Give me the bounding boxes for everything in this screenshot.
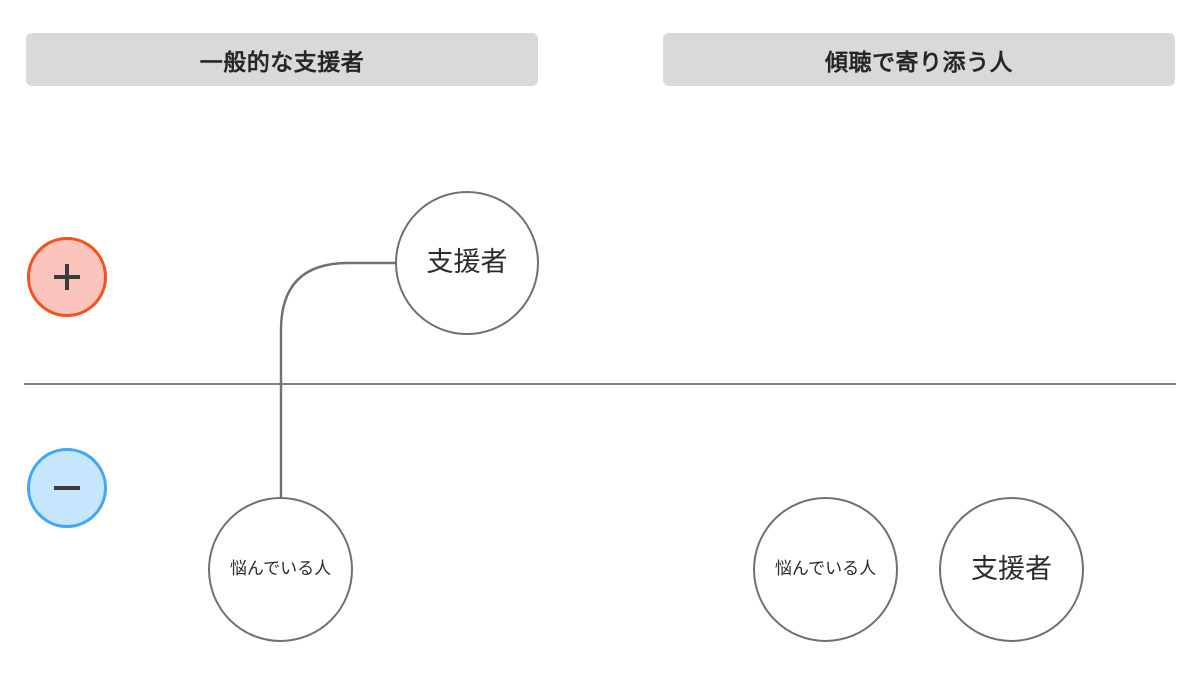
positive-axis-badge [27, 237, 107, 317]
column-header-label: 傾聴で寄り添う人 [825, 49, 1013, 76]
minus-icon [54, 475, 80, 501]
node-left-supporter[interactable]: 支援者 [395, 191, 539, 335]
negative-axis-badge [27, 448, 107, 528]
node-label: 支援者 [426, 247, 508, 279]
connector-troubled-to-supporter [279, 261, 397, 499]
axis-divider-line [24, 383, 1176, 385]
node-right-supporter[interactable]: 支援者 [939, 497, 1084, 642]
plus-icon [54, 264, 80, 290]
column-header-active-listener: 傾聴で寄り添う人 [663, 33, 1175, 86]
column-header-label: 一般的な支援者 [199, 49, 365, 76]
column-header-general-supporter: 一般的な支援者 [26, 33, 538, 86]
node-label: 悩んでいる人 [229, 558, 332, 579]
node-label: 支援者 [971, 553, 1052, 585]
node-left-troubled[interactable]: 悩んでいる人 [208, 497, 353, 642]
node-label: 悩んでいる人 [774, 558, 877, 579]
node-right-troubled[interactable]: 悩んでいる人 [753, 497, 898, 642]
